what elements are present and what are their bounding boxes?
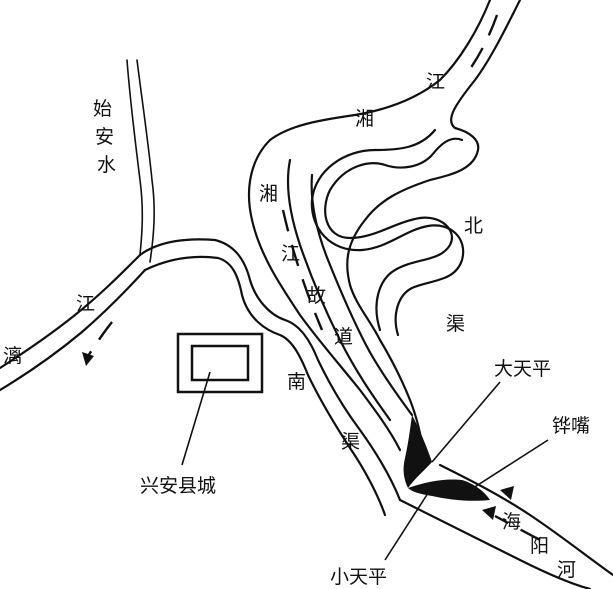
haiyang-flow-arrow (482, 506, 496, 520)
county-town-leader (181, 371, 211, 466)
label-da-tian-ping: 大天平 (494, 358, 551, 380)
label-qu-north: 渠 (446, 313, 465, 335)
da-tian-ping-leader (431, 381, 501, 463)
label-qu-south: 渠 (341, 431, 360, 453)
label-xiao-tian-ping: 小天平 (330, 566, 387, 588)
haiyang-river (398, 463, 613, 589)
label-bei: 北 (464, 215, 483, 237)
label-gudao-xiang: 湘 (259, 183, 278, 205)
haiyang-flow-arrow-2 (500, 486, 514, 500)
north-canal (310, 128, 465, 337)
label-gudao-gu: 故 (307, 285, 326, 307)
label-he: 河 (557, 559, 576, 581)
label-hua-zui: 铧嘴 (552, 415, 590, 437)
label-gudao-jiang: 江 (281, 243, 300, 265)
label-nan: 南 (287, 371, 306, 393)
label-an: 安 (95, 126, 114, 148)
xiang-river (247, 0, 522, 462)
label-yang: 阳 (530, 535, 549, 557)
label-shui: 水 (97, 154, 116, 176)
flow-dash-xiang (467, 14, 499, 73)
label-li: 漓 (3, 345, 22, 367)
label-gudao-dao: 道 (334, 326, 353, 348)
south-canal (138, 238, 402, 517)
shi-an-river (126, 59, 155, 263)
label-li-jiang: 江 (76, 293, 95, 315)
hua-zui-dam (408, 479, 490, 501)
label-xiang-top: 湘 (355, 108, 374, 130)
li-river-flow-arrow (82, 352, 94, 366)
labels: 始 安 水 漓 江 兴安县城 南 渠 湘 江 湘 江 故 道 北 渠 大天平 铧… (3, 71, 590, 588)
label-county-town: 兴安县城 (140, 475, 216, 497)
li-river (0, 253, 147, 392)
label-jiang-top: 江 (426, 71, 445, 93)
xiang-old-channel (281, 158, 414, 422)
county-town-symbol (176, 332, 264, 394)
label-hai: 海 (502, 511, 521, 533)
label-shi: 始 (93, 98, 112, 120)
dam-structures (403, 415, 490, 501)
xiao-tian-ping-leader (384, 489, 431, 561)
hua-zui-leader (469, 439, 549, 491)
flow-dash-gudao (281, 209, 324, 331)
flow-dash-li (87, 321, 113, 357)
flow-dash-haiyang (494, 514, 541, 542)
da-tian-ping-dam (403, 415, 432, 488)
